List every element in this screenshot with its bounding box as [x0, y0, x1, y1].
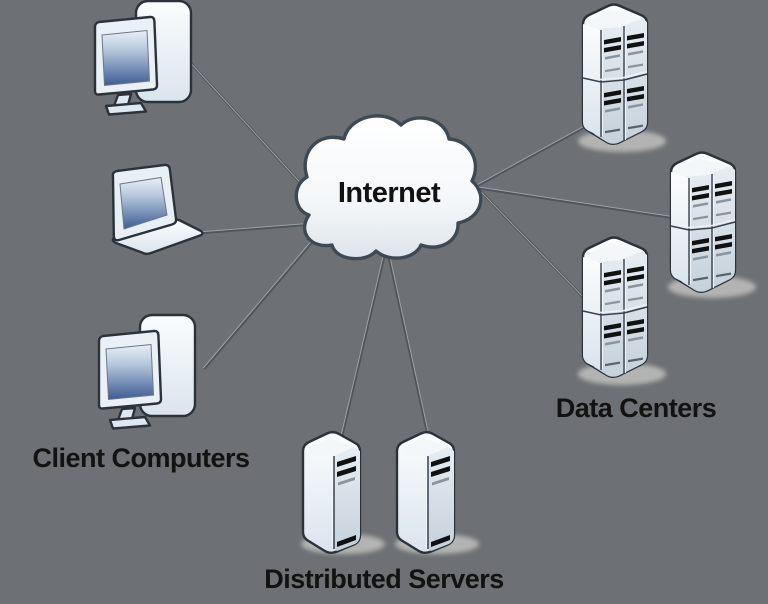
- cloud-shape: [294, 114, 483, 261]
- laptop-screen: [119, 176, 168, 230]
- connection-server1-internet: [339, 221, 394, 441]
- line-highlight: [452, 182, 676, 218]
- line-highlight: [386, 242, 431, 440]
- internet-cloud-icon: Internet: [294, 114, 483, 261]
- line-stroke: [451, 182, 676, 220]
- connection-desktop1-internet: [184, 56, 319, 202]
- laptop-icon: [111, 163, 204, 256]
- internet-label: Internet: [338, 177, 441, 209]
- line-highlight: [184, 56, 317, 201]
- laptop-base: [111, 218, 204, 256]
- data-centers-label: Data Centers: [556, 393, 717, 423]
- line-highlight: [339, 221, 392, 440]
- server-rack-icon: [581, 236, 649, 378]
- distributed-servers-label: Distributed Servers: [264, 564, 504, 594]
- server-rack-icon: [581, 3, 649, 145]
- connection-lines: [184, 56, 676, 441]
- connection-rack2-internet: [451, 182, 676, 220]
- server-rack-icon: [669, 151, 737, 293]
- server-tower-icon: [301, 430, 362, 554]
- client-computers-label: Client Computers: [32, 443, 249, 473]
- connection-server2-internet: [384, 242, 431, 441]
- line-stroke: [384, 242, 431, 441]
- line-stroke: [339, 221, 394, 441]
- server-tower-icon: [395, 430, 456, 554]
